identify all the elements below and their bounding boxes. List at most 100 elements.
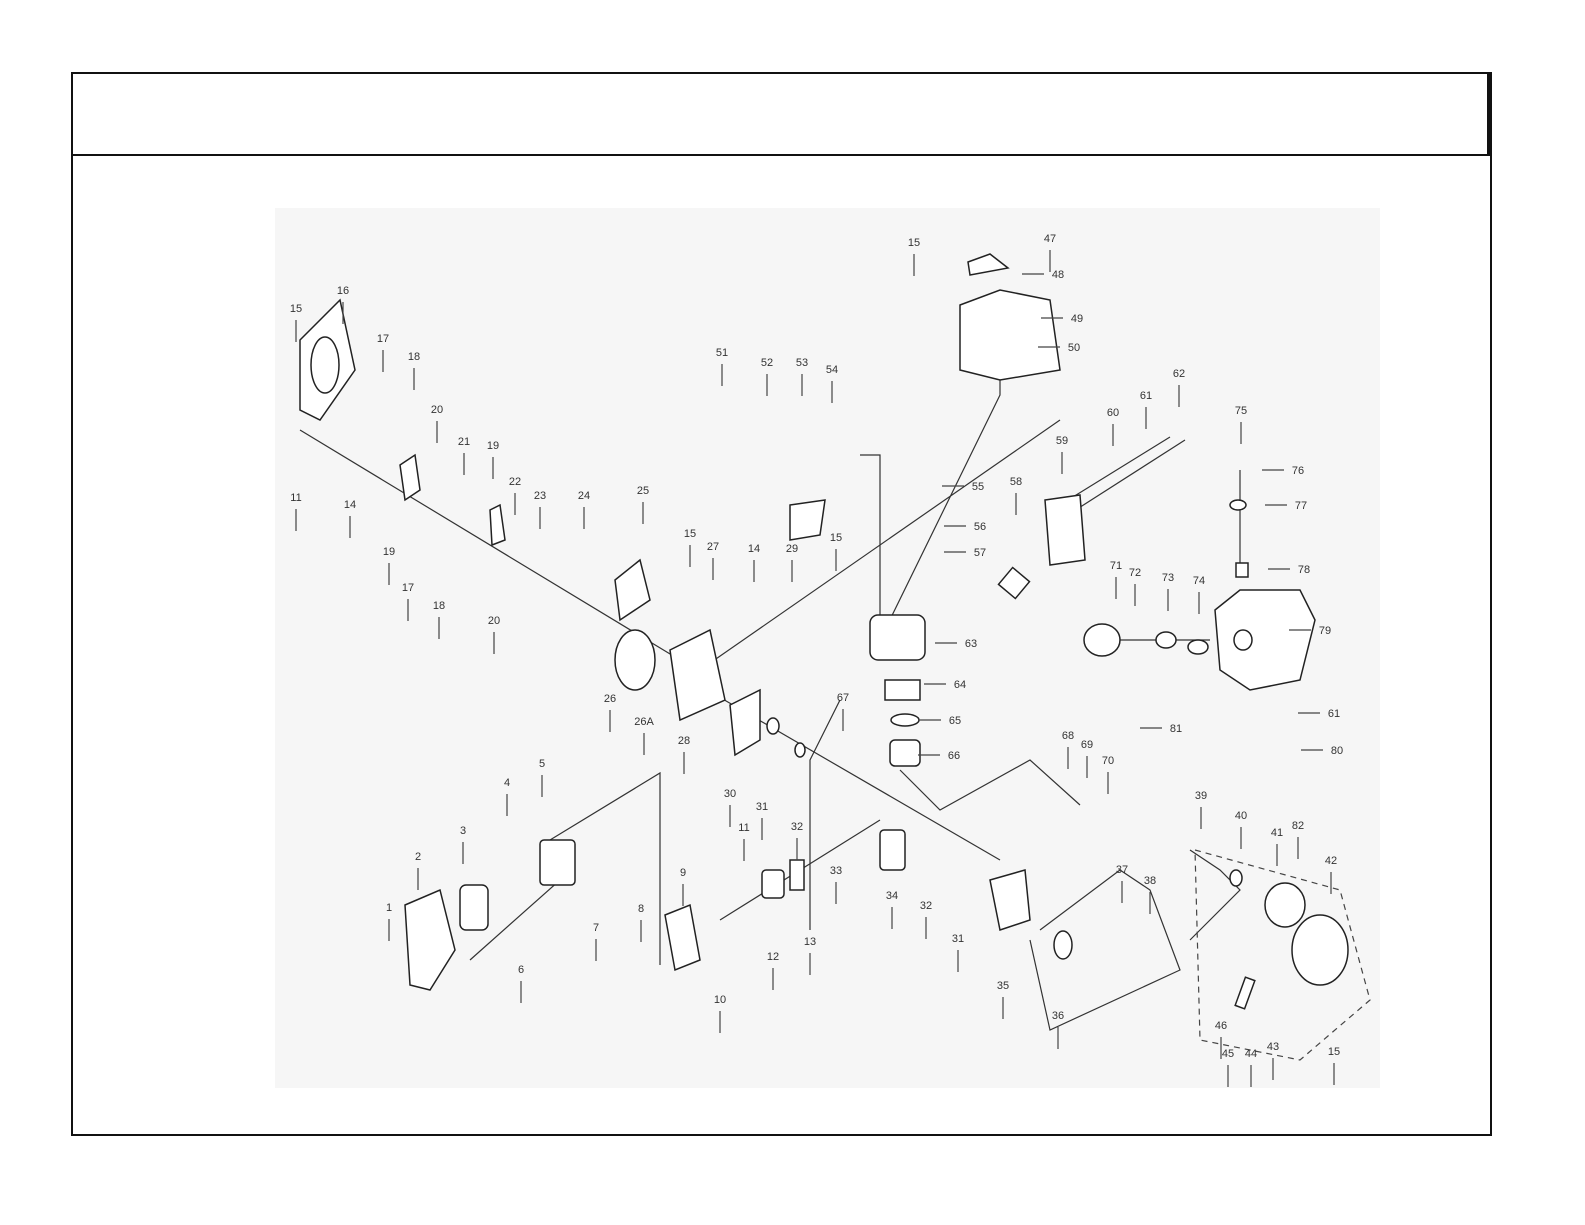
part-label-11: 11 (738, 822, 749, 834)
line-67 (809, 699, 841, 930)
part-label-14: 14 (748, 543, 760, 555)
clutch-shoe-part-2 (489, 503, 506, 547)
part-label-61: 61 (1140, 390, 1152, 402)
part-label-31: 31 (952, 933, 964, 945)
part-label-9: 9 (680, 867, 686, 879)
part-label-62: 62 (1173, 368, 1185, 380)
part-label-16: 16 (337, 285, 349, 297)
part-label-5: 5 (539, 758, 545, 770)
part-label-66: 66 (948, 750, 960, 762)
part-label-32: 32 (920, 900, 932, 912)
muffler-part (1044, 494, 1086, 566)
line-filter (549, 771, 661, 965)
page-frame (71, 72, 1492, 1136)
part-label-69: 69 (1081, 739, 1093, 751)
cover-grip-part (967, 253, 1010, 276)
part-label-77: 77 (1295, 500, 1307, 512)
part-label-40: 40 (1235, 810, 1247, 822)
crankcase-35-part (989, 869, 1031, 931)
grommet-part (1229, 499, 1247, 511)
cylinder-part (869, 614, 926, 661)
part-label-18: 18 (408, 351, 420, 363)
gasket-13-part (789, 859, 805, 891)
part-label-13: 13 (804, 936, 816, 948)
part-label-55: 55 (972, 481, 984, 493)
part-label-61: 61 (1328, 708, 1340, 720)
part-label-48: 48 (1052, 269, 1064, 281)
part-label-37: 37 (1116, 864, 1128, 876)
part-label-65: 65 (949, 715, 961, 727)
washer-40-part (1229, 869, 1243, 887)
part-label-71: 71 (1110, 560, 1122, 572)
starter-handle-part (1234, 976, 1256, 1010)
part-label-17: 17 (402, 582, 414, 594)
assembly-lines (299, 380, 1371, 1061)
part-label-70: 70 (1102, 755, 1114, 767)
piston-ring-part (890, 713, 920, 727)
header-band (73, 74, 1490, 156)
parts (299, 253, 1349, 1010)
part-label-18: 18 (433, 600, 445, 612)
cylinder-cover-part (959, 289, 1061, 381)
rewind-pulley-part (1264, 882, 1306, 928)
part-label-47: 47 (1044, 233, 1056, 245)
part-label-31: 31 (756, 801, 768, 813)
part-label-45: 45 (1222, 1048, 1234, 1060)
recoil-box-outline (1194, 849, 1371, 1061)
part-label-81: 81 (1170, 723, 1182, 735)
part-label-64: 64 (954, 679, 966, 691)
gasket-64-part (884, 679, 921, 701)
muffler-gasket-part (997, 566, 1031, 600)
part-label-19: 19 (487, 440, 499, 452)
line-bolt-61 (1059, 436, 1171, 506)
part-label-46: 46 (1215, 1020, 1227, 1032)
part-label-57: 57 (974, 547, 986, 559)
shroud-29-part (789, 499, 826, 541)
part-label-50: 50 (1068, 342, 1080, 354)
part-label-8: 8 (638, 903, 644, 915)
part-label-79: 79 (1319, 625, 1331, 637)
gasket-74-part (1187, 639, 1209, 655)
fuel-cap-part (1083, 623, 1121, 657)
part-label-4: 4 (504, 777, 510, 789)
crankcase-half-part (669, 628, 726, 722)
part-label-15: 15 (908, 237, 920, 249)
flywheel-part (614, 629, 656, 691)
part-label-59: 59 (1056, 435, 1068, 447)
part-label-82: 82 (1292, 820, 1304, 832)
part-label-53: 53 (796, 357, 808, 369)
fuel-filter-part (1235, 562, 1249, 578)
part-label-67: 67 (837, 692, 849, 704)
part-label-27: 27 (707, 541, 719, 553)
part-label-6: 6 (518, 964, 524, 976)
part-label-43: 43 (1267, 1041, 1279, 1053)
part-label-23: 23 (534, 490, 546, 502)
part-label-49: 49 (1071, 313, 1083, 325)
gasket-30-part (729, 688, 761, 757)
part-label-14: 14 (344, 499, 356, 511)
part-label-26: 26 (604, 693, 616, 705)
line-36 (1029, 869, 1181, 1031)
crankshaft-part (879, 829, 906, 871)
carburetor-9-part (664, 903, 701, 972)
part-label-7: 7 (593, 922, 599, 934)
part-label-1: 1 (386, 902, 392, 914)
part-label-51: 51 (716, 347, 728, 359)
clutch-shoe-part (399, 453, 421, 502)
tank-neck-part (1233, 629, 1253, 651)
part-label-20: 20 (488, 615, 500, 627)
air-filter-element-part (459, 884, 489, 931)
part-label-73: 73 (1162, 572, 1174, 584)
part-label-44: 44 (1245, 1048, 1257, 1060)
part-label-15: 15 (290, 303, 302, 315)
part-label-54: 54 (826, 364, 838, 376)
insulator-12-part (761, 869, 785, 899)
part-label-26A: 26A (634, 716, 654, 728)
starter-housing-part (1291, 914, 1349, 986)
part-label-63: 63 (965, 638, 977, 650)
part-label-38: 38 (1144, 875, 1156, 887)
part-label-78: 78 (1298, 564, 1310, 576)
part-label-75: 75 (1235, 405, 1247, 417)
